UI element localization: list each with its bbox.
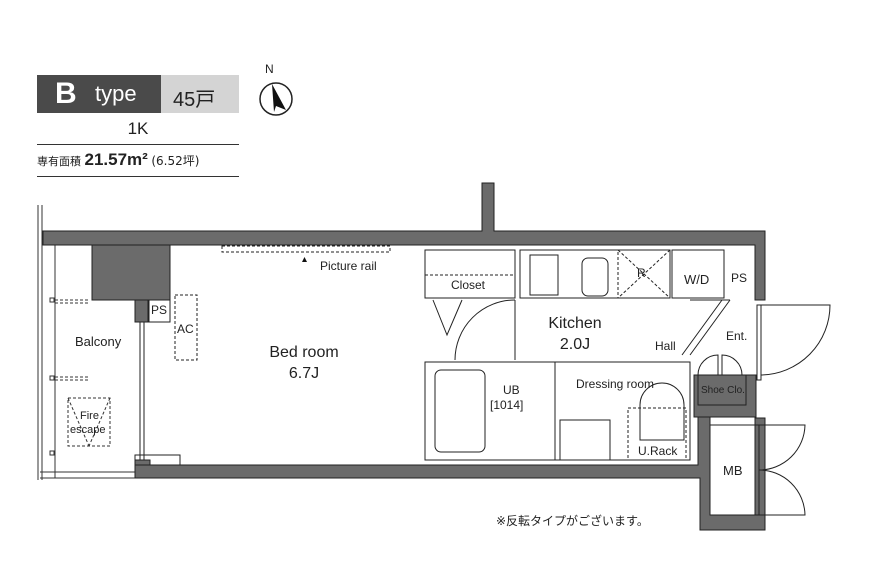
- area-tsubo: (6.52坪): [151, 154, 200, 168]
- label-closet: Closet: [451, 278, 486, 292]
- bedroom-name: Bed room: [269, 344, 339, 361]
- label-balcony: Balcony: [75, 334, 122, 349]
- label-bedroom: Bed room 6.7J: [258, 342, 350, 384]
- type-word: type: [95, 81, 137, 106]
- units-badge: 45戸: [161, 75, 239, 113]
- label-fire-escape-1: Fire: [80, 410, 99, 422]
- kitchen-size: 2.0J: [559, 336, 591, 353]
- label-ps-right: PS: [731, 271, 748, 285]
- label-u-rack: U.Rack: [638, 444, 678, 458]
- label-ps-left: PS: [151, 303, 168, 317]
- picture-rail-marker-icon: [302, 257, 307, 262]
- type-badge: B type: [37, 75, 161, 113]
- kitchen-name: Kitchen: [548, 315, 602, 332]
- label-hall: Hall: [655, 339, 676, 353]
- label-refrigerator: R: [637, 266, 646, 280]
- area-label: 専有面積: [37, 155, 81, 168]
- fire-escape-hatch: [67, 397, 111, 447]
- area-info: 専有面積 21.57m² (6.52坪): [37, 150, 239, 170]
- bedroom-size: 6.7J: [288, 365, 320, 382]
- label-wd: W/D: [684, 272, 710, 287]
- compass-label: N: [265, 62, 274, 76]
- balcony-rail: [37, 205, 135, 480]
- label-picture-rail: Picture rail: [320, 259, 377, 273]
- label-unit-bath-size: [1014]: [490, 398, 524, 412]
- label-fire-escape-2: escape: [70, 424, 106, 436]
- divider: [37, 176, 239, 177]
- label-kitchen: Kitchen 2.0J: [538, 313, 612, 355]
- label-unit-bath: UB: [503, 383, 520, 397]
- units-count: 45戸: [173, 89, 216, 111]
- type-header: B type 45戸: [37, 75, 239, 113]
- reversed-type-note: ※反転タイプがございます。: [496, 514, 649, 528]
- walls: [42, 182, 766, 531]
- layout-label: 1K: [127, 119, 149, 138]
- label-shoe-closet: Shoe Clo.: [701, 385, 745, 396]
- label-dressing-room: Dressing room: [576, 377, 655, 391]
- label-mb: MB: [723, 463, 743, 478]
- label-entrance: Ent.: [726, 329, 748, 343]
- divider: [37, 144, 239, 145]
- area-value: 21.57m²: [84, 150, 148, 169]
- room-outlines: [134, 245, 831, 516]
- north-compass-icon: [259, 82, 293, 116]
- label-ac: AC: [177, 322, 194, 336]
- type-letter: B: [55, 77, 77, 110]
